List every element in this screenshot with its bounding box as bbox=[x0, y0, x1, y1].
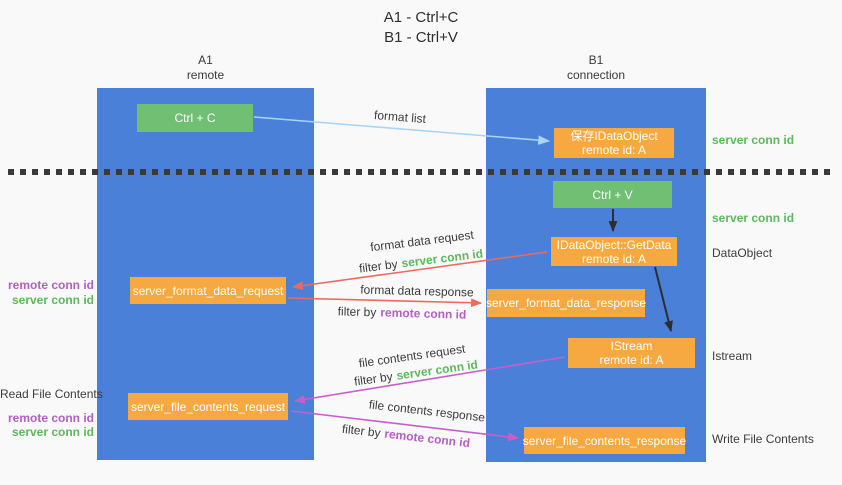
server-format-data-response-label: server_format_data_response bbox=[485, 296, 647, 310]
server-format-data-response-box: server_format_data_response bbox=[485, 289, 647, 317]
remote-conn-id-key: remote conn id bbox=[380, 305, 467, 322]
save-dataobject-line2: remote id: A bbox=[581, 143, 647, 157]
remote-conn-id-key: remote conn id bbox=[383, 426, 471, 451]
ctrl-v-label: Ctrl + V bbox=[592, 187, 633, 202]
filter-by-text: filter by bbox=[341, 421, 382, 441]
lifeline-a1-role: remote bbox=[186, 68, 225, 82]
server-conn-id-annotation-left-bottom: server conn id bbox=[11, 425, 94, 439]
server-file-contents-response-box: server_file_contents_response bbox=[522, 427, 687, 454]
remote-conn-id-annotation-top: remote conn id bbox=[7, 278, 94, 292]
filter-by-text: filter by bbox=[358, 256, 399, 276]
lifeline-header-b1: B1 connection bbox=[486, 53, 706, 83]
server-file-contents-request-box: server_file_contents_request bbox=[128, 393, 288, 420]
idataobject-getdata-box: IDataObject::GetData remote id: A bbox=[551, 237, 677, 266]
server-conn-id-key: server conn id bbox=[400, 246, 484, 271]
read-file-contents-annotation: Read File Contents bbox=[0, 387, 103, 401]
diagram-title: A1 - Ctrl+C B1 - Ctrl+V bbox=[0, 8, 842, 48]
remote-conn-id-annotation-bottom: remote conn id bbox=[7, 411, 94, 425]
istream-box: IStream remote id: A bbox=[568, 338, 695, 368]
ctrl-c-label: Ctrl + C bbox=[174, 111, 216, 125]
save-dataobject-line1: 保存IDataObject bbox=[570, 129, 658, 143]
getdata-line1: IDataObject::GetData bbox=[556, 237, 672, 252]
server-file-contents-response-label: server_file_contents_response bbox=[522, 433, 687, 448]
istream-line1: IStream bbox=[610, 339, 653, 353]
server-conn-id-annotation-left-top: server conn id bbox=[11, 293, 94, 307]
server-conn-id-annotation-top: server conn id bbox=[712, 133, 795, 147]
istream-line2: remote id: A bbox=[599, 353, 664, 367]
diagram-title-line1: A1 - Ctrl+C bbox=[383, 9, 459, 26]
server-format-data-request-box: server_format_data_request bbox=[130, 277, 286, 304]
lifeline-a1-name: A1 bbox=[198, 53, 213, 67]
format-data-response-label: format data response bbox=[360, 282, 474, 300]
getdata-line2: remote id: A bbox=[581, 251, 647, 266]
lifeline-header-a1: A1 remote bbox=[97, 53, 314, 83]
session-separator-dotted-line bbox=[8, 169, 836, 175]
server-conn-id-annotation-mid: server conn id bbox=[712, 211, 795, 225]
server-format-data-request-label: server_format_data_request bbox=[132, 283, 284, 298]
lifeline-b1-name: B1 bbox=[588, 53, 604, 67]
lifeline-b1-role: connection bbox=[566, 68, 626, 82]
filter-by-text: filter by bbox=[353, 369, 394, 389]
save-dataobject-box: 保存IDataObject remote id: A bbox=[554, 128, 674, 158]
server-file-contents-request-label: server_file_contents_request bbox=[130, 399, 286, 414]
ctrl-c-event-box: Ctrl + C bbox=[137, 104, 253, 132]
format-list-label: format list bbox=[373, 107, 427, 127]
ctrl-v-event-box: Ctrl + V bbox=[553, 181, 672, 208]
diagram-title-line2: B1 - Ctrl+V bbox=[384, 29, 458, 46]
filter-by-text: filter by bbox=[337, 304, 377, 320]
file-contents-response-label: file contents response bbox=[368, 397, 486, 425]
istream-annotation: Istream bbox=[712, 349, 753, 363]
dataobject-annotation: DataObject bbox=[712, 246, 773, 260]
write-file-contents-annotation: Write File Contents bbox=[712, 432, 814, 446]
